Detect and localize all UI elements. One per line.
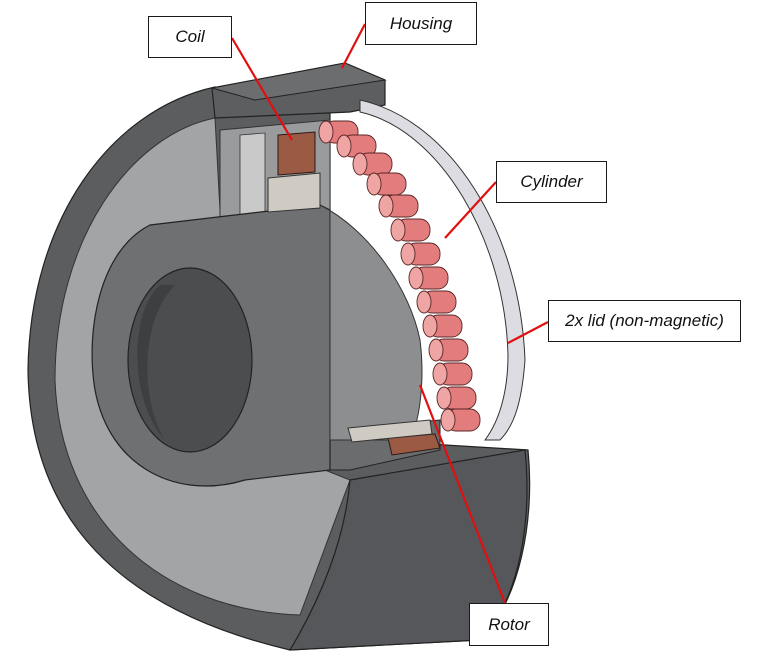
label-lid: 2x lid (non-magnetic) [548, 300, 741, 342]
label-coil: Coil [148, 16, 232, 58]
coil-top [267, 131, 321, 213]
cylinder [378, 194, 419, 218]
cylinder [352, 152, 393, 176]
cylinder [336, 134, 377, 158]
leader-cylinder [444, 181, 497, 239]
leader-housing [341, 23, 366, 69]
lid-ring [359, 99, 526, 441]
cylinder [416, 290, 457, 314]
cylinder [408, 266, 449, 290]
label-housing: Housing [365, 2, 477, 45]
cylinder [436, 386, 477, 410]
cylinder [366, 172, 407, 196]
cylinder [428, 338, 469, 362]
leader-rotor [418, 384, 507, 604]
label-cylinder: Cylinder [496, 161, 607, 203]
leader-lines [231, 23, 549, 604]
leader-lid [507, 321, 549, 344]
cylinder [440, 408, 481, 432]
label-rotor: Rotor [469, 603, 549, 646]
coil-bottom [347, 419, 441, 456]
cylinder [400, 242, 441, 266]
cylinder [390, 218, 431, 242]
cylinder-row [318, 120, 481, 432]
rotor-bore [127, 267, 253, 453]
cylinder [432, 362, 473, 386]
rotor [91, 204, 423, 487]
leader-coil [231, 37, 293, 141]
cylinder [422, 314, 463, 338]
